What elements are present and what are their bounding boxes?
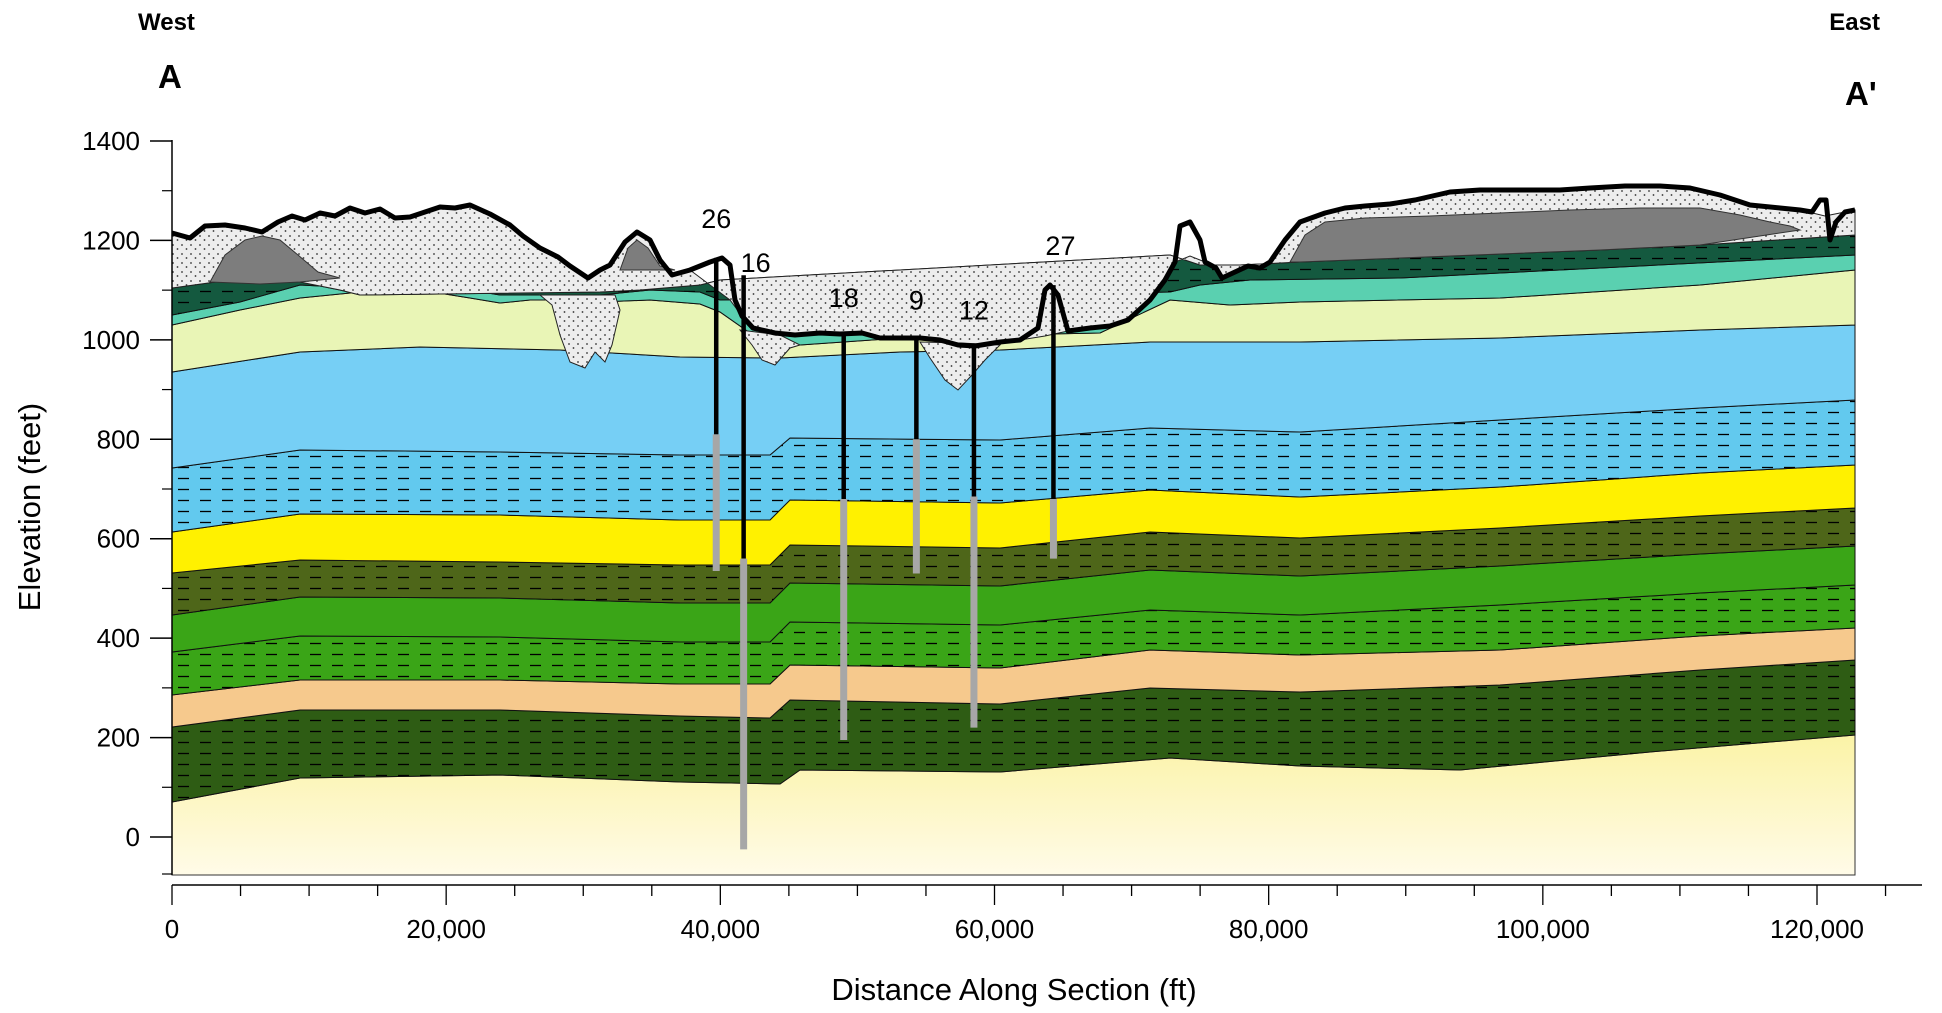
x-tick-label: 0	[165, 914, 179, 944]
y-tick-label: 200	[97, 723, 140, 753]
west-label: West	[138, 9, 195, 36]
axes: 0 200 400 600 800 1000 1200 1400 0 20,000 40,000 6…	[82, 126, 1922, 944]
well-label: 12	[959, 295, 989, 325]
east-label: East	[1829, 9, 1880, 36]
valley-scour-center	[738, 329, 802, 366]
valley-scour-west	[538, 294, 621, 369]
well-label: 27	[1045, 231, 1075, 261]
olive-dashes	[172, 508, 1855, 615]
geologic-layers	[171, 185, 1856, 876]
well-label: 26	[701, 204, 731, 234]
lower-green-dashes	[172, 585, 1855, 695]
x-tick-label: 20,000	[406, 914, 486, 944]
x-tick-label: 120,000	[1770, 914, 1864, 944]
y-tick-label: 1400	[82, 126, 140, 156]
section-end-label: A'	[1845, 75, 1877, 112]
x-tick-label: 60,000	[955, 914, 1035, 944]
deep-dark-green-dashes	[172, 660, 1855, 802]
ground-surface-line	[171, 183, 1856, 349]
well-group: 26 16 18 9 12 27	[701, 204, 1075, 850]
section-start-label: A	[158, 58, 182, 95]
y-tick-label: 1200	[82, 225, 140, 255]
y-tick-label: 600	[97, 524, 140, 554]
gray-outcrop-west	[209, 235, 341, 285]
gray-outcrop-east	[1289, 207, 1802, 263]
y-tick-label: 0	[126, 822, 140, 852]
x-tick-label: 80,000	[1229, 914, 1309, 944]
y-tick-label: 400	[97, 623, 140, 653]
gray-outcrop-mid	[619, 239, 676, 271]
y-axis-title: Elevation (feet)	[12, 403, 47, 612]
y-tick-label: 800	[97, 424, 140, 454]
x-axis-ticks: 0 20,000 40,000 60,000 80,000 100,000 120,000	[165, 885, 1887, 944]
y-axis-ticks: 0 200 400 600 800 1000 1200 1400	[82, 126, 172, 875]
x-tick-label: 100,000	[1496, 914, 1590, 944]
well-label: 18	[829, 283, 859, 313]
lower-blue-dashes	[172, 400, 1855, 532]
y-tick-label: 1000	[82, 325, 140, 355]
well-label: 16	[741, 248, 771, 278]
well-label: 9	[909, 285, 924, 315]
x-axis-title: Distance Along Section (ft)	[831, 972, 1196, 1007]
x-tick-label: 40,000	[681, 914, 761, 944]
